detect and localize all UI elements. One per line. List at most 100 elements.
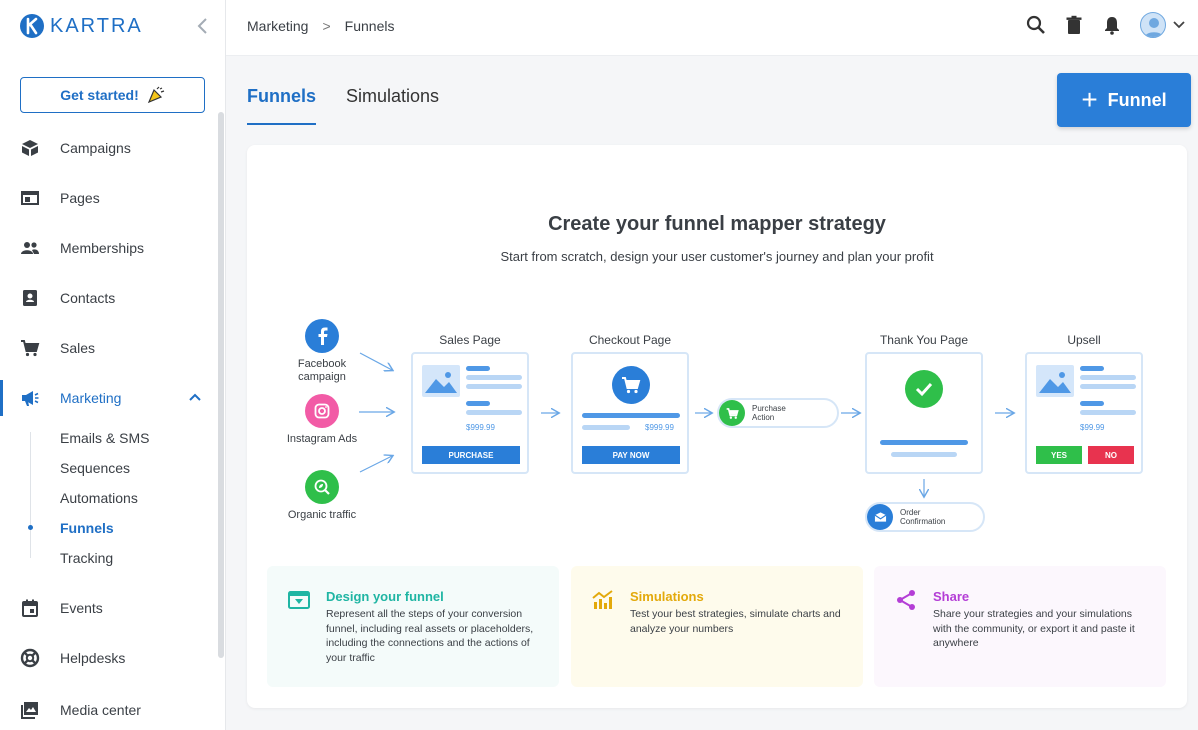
logo[interactable]: KARTRA xyxy=(20,14,143,38)
feature-title: Simulations xyxy=(630,589,704,604)
breadcrumb-separator: > xyxy=(322,18,331,34)
feature-description: Test your best strategies, simulate char… xyxy=(630,608,841,635)
trash-icon[interactable] xyxy=(1064,15,1084,35)
purchase-action-pill: Purchase Action xyxy=(717,398,839,428)
sidebar-item-contacts[interactable]: Contacts xyxy=(0,278,216,318)
source-facebook: Facebook campaign xyxy=(282,319,362,384)
text-line xyxy=(891,452,957,457)
tab-simulations[interactable]: Simulations xyxy=(346,86,440,106)
thank-you-page-mockup xyxy=(865,352,983,474)
flow-arrows xyxy=(359,352,1187,565)
text-line xyxy=(582,425,630,430)
text-line xyxy=(466,401,490,406)
sidebar-item-pages[interactable]: Pages xyxy=(0,178,216,218)
organic-search-icon xyxy=(305,470,339,504)
top-bar: Marketing > Funnels xyxy=(226,0,1198,56)
sidebar-item-marketing[interactable]: Marketing xyxy=(0,378,216,418)
sidebar-item-events[interactable]: Events xyxy=(0,588,216,628)
avatar xyxy=(1140,12,1166,38)
stage-title-checkout: Checkout Page xyxy=(588,333,672,347)
feature-description: Share your strategies and your simulatio… xyxy=(933,608,1135,649)
collapse-sidebar-icon[interactable] xyxy=(194,16,212,36)
breadcrumb: Marketing > Funnels xyxy=(247,18,394,34)
facebook-icon xyxy=(305,319,339,353)
media-icon xyxy=(21,702,38,719)
add-funnel-label: Funnel xyxy=(1107,89,1167,110)
cart-icon xyxy=(21,340,40,357)
memberships-icon xyxy=(21,242,39,254)
get-started-label: Get started! xyxy=(60,87,139,103)
sidebar-item-label: Helpdesks xyxy=(60,650,126,666)
source-instagram: Instagram Ads xyxy=(282,394,362,446)
tab-funnels[interactable]: Funnels xyxy=(247,86,317,125)
get-started-button[interactable]: Get started! xyxy=(20,77,205,113)
sidebar-item-label: Sales xyxy=(60,340,96,356)
sidebar-scrollbar[interactable] xyxy=(218,112,224,658)
feature-share: Share Share your strategies and your sim… xyxy=(874,566,1166,687)
kartra-logo-icon xyxy=(20,14,44,38)
megaphone-icon xyxy=(22,391,39,406)
search-icon[interactable] xyxy=(1026,15,1046,35)
cart-icon xyxy=(719,400,745,426)
check-icon xyxy=(905,370,943,408)
calendar-icon xyxy=(22,599,38,617)
stage-title-sales: Sales Page xyxy=(439,333,501,347)
design-funnel-icon xyxy=(288,591,310,609)
party-popper-icon xyxy=(147,86,164,104)
sidebar-item-sales[interactable]: Sales xyxy=(0,328,216,368)
submenu-item-automations[interactable]: Automations xyxy=(60,490,138,506)
sidebar-item-helpdesks[interactable]: Helpdesks xyxy=(0,638,216,678)
breadcrumb-funnels: Funnels xyxy=(344,18,395,34)
text-line xyxy=(466,375,522,380)
cart-icon xyxy=(612,366,650,404)
sidebar-item-label: Pages xyxy=(60,190,100,206)
page-tabs: Funnels Simulations xyxy=(247,86,439,125)
contacts-icon xyxy=(23,290,37,306)
sidebar: KARTRA Get started! Campaigns Pages Memb… xyxy=(0,0,226,730)
logo-text: KARTRA xyxy=(50,14,143,37)
breadcrumb-marketing[interactable]: Marketing xyxy=(247,18,309,34)
submenu-item-emails-sms[interactable]: Emails & SMS xyxy=(60,430,150,446)
checkout-page-mockup: $999.99 PAY NOW xyxy=(571,352,689,474)
funnel-mapper-card: Create your funnel mapper strategy Start… xyxy=(247,145,1187,708)
add-funnel-button[interactable]: + Funnel xyxy=(1057,73,1191,127)
sidebar-item-campaigns[interactable]: Campaigns xyxy=(0,128,216,168)
sidebar-item-label: Media center xyxy=(60,702,141,718)
stage-title-thank-you: Thank You Page xyxy=(879,333,969,347)
sales-page-mockup: $999.99 PURCHASE xyxy=(411,352,529,474)
text-line xyxy=(466,384,522,389)
chevron-up-icon[interactable] xyxy=(188,390,202,404)
upsell-price: $99.99 xyxy=(1080,423,1105,432)
active-submenu-dot xyxy=(28,525,33,530)
text-line xyxy=(880,440,968,445)
submenu-guide-line xyxy=(30,432,31,558)
sidebar-item-memberships[interactable]: Memberships xyxy=(0,228,216,268)
envelope-icon xyxy=(867,504,893,530)
order-confirmation-label: Order Confirmation xyxy=(900,508,946,526)
sidebar-item-label: Marketing xyxy=(60,390,122,406)
feature-title: Share xyxy=(933,589,970,604)
campaigns-icon xyxy=(22,140,38,156)
source-label: Instagram Ads xyxy=(286,433,358,445)
feature-description: Represent all the steps of your conversi… xyxy=(326,608,534,664)
source-organic: Organic traffic xyxy=(282,470,362,522)
submenu-item-tracking[interactable]: Tracking xyxy=(60,550,114,566)
text-line xyxy=(1080,401,1104,406)
image-placeholder-icon xyxy=(422,365,460,397)
header-actions xyxy=(1026,12,1186,38)
checkout-price: $999.99 xyxy=(645,423,674,432)
sidebar-item-label: Memberships xyxy=(60,240,145,256)
sidebar-item-label: Campaigns xyxy=(60,140,131,156)
text-line xyxy=(1080,366,1104,371)
text-line xyxy=(1080,410,1136,415)
submenu-item-sequences[interactable]: Sequences xyxy=(60,460,131,476)
feature-design-funnel: Design your funnel Represent all the ste… xyxy=(267,566,559,687)
text-line xyxy=(1080,384,1136,389)
sidebar-item-label: Events xyxy=(60,600,103,616)
card-title: Create your funnel mapper strategy xyxy=(548,213,886,235)
bell-icon[interactable] xyxy=(1102,15,1122,35)
user-menu[interactable] xyxy=(1140,12,1186,38)
feature-simulations: Simulations Test your best strategies, s… xyxy=(571,566,863,687)
sidebar-item-media-center[interactable]: Media center xyxy=(0,690,216,730)
submenu-item-funnels[interactable]: Funnels xyxy=(60,520,114,536)
